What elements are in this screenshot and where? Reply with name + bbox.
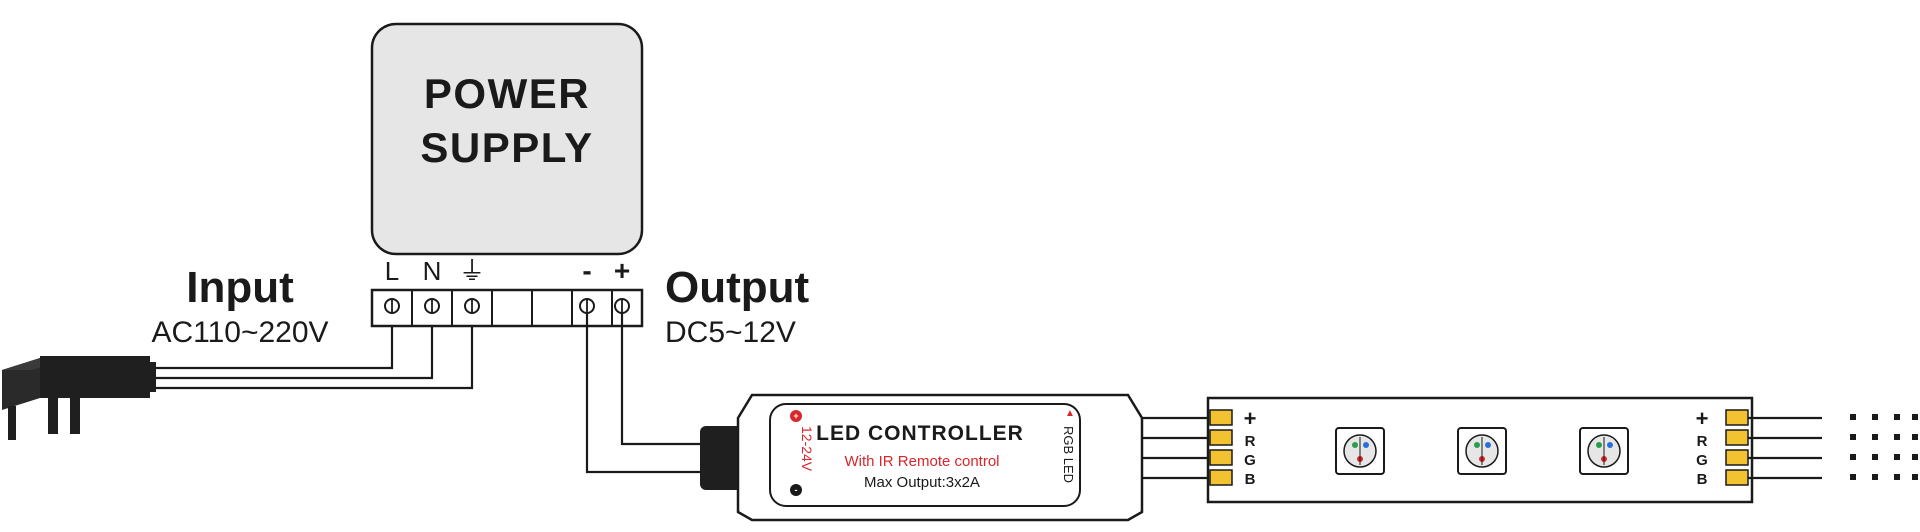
input-label: Input bbox=[186, 263, 294, 312]
controller-title: LED CONTROLLER bbox=[816, 422, 1024, 445]
controller-max-output: Max Output:3x2A bbox=[864, 474, 980, 491]
strip-right-label-plus: + bbox=[1696, 406, 1709, 431]
svg-text:▲: ▲ bbox=[1065, 408, 1075, 419]
output-spec: DC5~12V bbox=[665, 316, 796, 349]
led-controller: + 12-24V - LED CONTROLLER With IR Remote… bbox=[700, 393, 1144, 522]
negative-polarity-icon bbox=[790, 484, 802, 496]
dc-jack bbox=[700, 426, 742, 490]
input-spec: AC110~220V bbox=[151, 316, 328, 349]
strip-left-label-g: G bbox=[1244, 452, 1256, 469]
rgb-led-chip bbox=[1579, 427, 1629, 475]
strip-left-label-r: R bbox=[1245, 433, 1256, 450]
strip-input-pads bbox=[1209, 409, 1233, 486]
rgb-led-chip bbox=[1335, 427, 1385, 475]
earth-ground-icon: ⏚ bbox=[459, 256, 485, 286]
terminal-label-n: N bbox=[423, 256, 442, 286]
terminal-screws bbox=[384, 298, 630, 314]
positive-polarity-icon bbox=[790, 410, 802, 422]
power-supply-title-line1: POWER bbox=[424, 70, 590, 117]
strip-right-label-g: G bbox=[1696, 452, 1708, 469]
controller-voltage: 12-24V bbox=[799, 426, 815, 472]
svg-text:-: - bbox=[795, 485, 798, 495]
strip-right-label-r: R bbox=[1697, 433, 1708, 450]
power-supply-title-line2: SUPPLY bbox=[420, 124, 593, 171]
ac-plug bbox=[2, 356, 156, 440]
controller-side-label: RGB LED bbox=[1061, 426, 1076, 483]
terminal-label-l: L bbox=[385, 256, 399, 286]
rgb-led-chip bbox=[1457, 427, 1507, 475]
dc-output-wires bbox=[585, 313, 712, 474]
svg-text:+: + bbox=[793, 411, 798, 421]
strip-left-label-plus: + bbox=[1244, 406, 1257, 431]
power-supply: POWER SUPPLY L N ⏚ bbox=[370, 22, 644, 328]
output-label: Output bbox=[665, 263, 810, 312]
strip-continuation-wires bbox=[1748, 416, 1822, 480]
led-strip: + R G B + R bbox=[1206, 396, 1754, 504]
continuation-dots bbox=[1850, 414, 1918, 480]
strip-right-label-b: B bbox=[1697, 471, 1708, 488]
terminal-label-minus: - bbox=[582, 255, 591, 286]
controller-subtitle: With IR Remote control bbox=[844, 453, 999, 470]
controller-output-wires bbox=[1142, 416, 1212, 480]
terminal-label-plus: + bbox=[614, 255, 630, 286]
strip-left-label-b: B bbox=[1245, 471, 1256, 488]
